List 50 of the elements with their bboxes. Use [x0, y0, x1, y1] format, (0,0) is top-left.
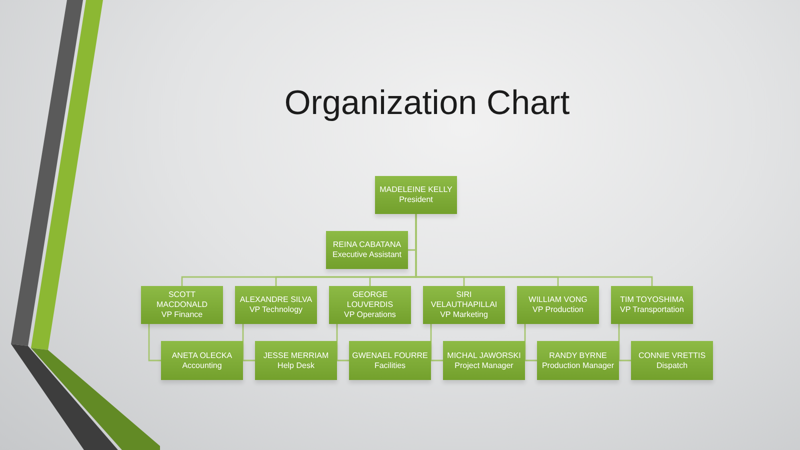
org-box — [235, 286, 317, 324]
org-box — [326, 231, 408, 269]
person-name: RANDY BYRNE — [549, 350, 607, 360]
person-name: REINA CABATANA — [332, 240, 402, 250]
connector-line — [430, 324, 443, 362]
connector-line — [415, 214, 653, 286]
org-box — [611, 286, 693, 324]
person-name: ANETA OLECKA — [172, 350, 232, 360]
job-title: VP Operations — [344, 310, 396, 320]
connector-line — [336, 324, 349, 362]
person-name: SIRI VELAUTHAPILLAI — [430, 290, 498, 310]
job-title: Help Desk — [278, 360, 314, 370]
person-name: WILLIAM VONG — [528, 295, 588, 305]
person-name: GWENAEL FOURRE — [352, 350, 428, 360]
person-name: GEORGE LOUVERDIS — [346, 290, 394, 310]
connector-line — [242, 324, 255, 362]
job-title: Accounting — [182, 360, 222, 370]
job-title: VP Production — [532, 305, 584, 315]
org-box — [537, 341, 619, 380]
person-name: MICHAL JAWORSKI — [447, 350, 521, 360]
person-name: MADELEINE KELLY — [380, 185, 452, 195]
org-box — [161, 341, 243, 380]
connector-line — [524, 324, 537, 362]
job-title: Dispatch — [656, 360, 688, 370]
slide-title: Organization Chart — [284, 83, 570, 124]
person-name: JESSE MERRIAM — [263, 350, 329, 360]
person-name: SCOTT MACDONALD — [155, 290, 209, 310]
org-box — [375, 176, 457, 214]
org-box — [631, 341, 713, 380]
org-box — [329, 286, 411, 324]
job-title: VP Marketing — [440, 310, 488, 320]
connector-line — [618, 324, 631, 362]
connector-line — [148, 324, 161, 362]
job-title: VP Transportation — [620, 305, 684, 315]
job-title: Project Manager — [454, 360, 514, 370]
person-name: ALEXANDRE SILVA — [240, 295, 312, 305]
job-title: President — [399, 195, 433, 205]
person-name: TIM TOYOSHIMA — [620, 295, 684, 305]
job-title: Production Manager — [542, 360, 614, 370]
org-box — [349, 341, 431, 380]
job-title: Executive Assistant — [332, 250, 402, 260]
job-title: VP Finance — [161, 310, 203, 320]
job-title: Facilities — [374, 360, 406, 370]
person-name: CONNIE VRETTIS — [638, 350, 706, 360]
job-title: VP Technology — [249, 305, 303, 315]
org-box — [423, 286, 505, 324]
org-box — [443, 341, 525, 380]
org-box — [517, 286, 599, 324]
org-box — [141, 286, 223, 324]
org-box — [255, 341, 337, 380]
